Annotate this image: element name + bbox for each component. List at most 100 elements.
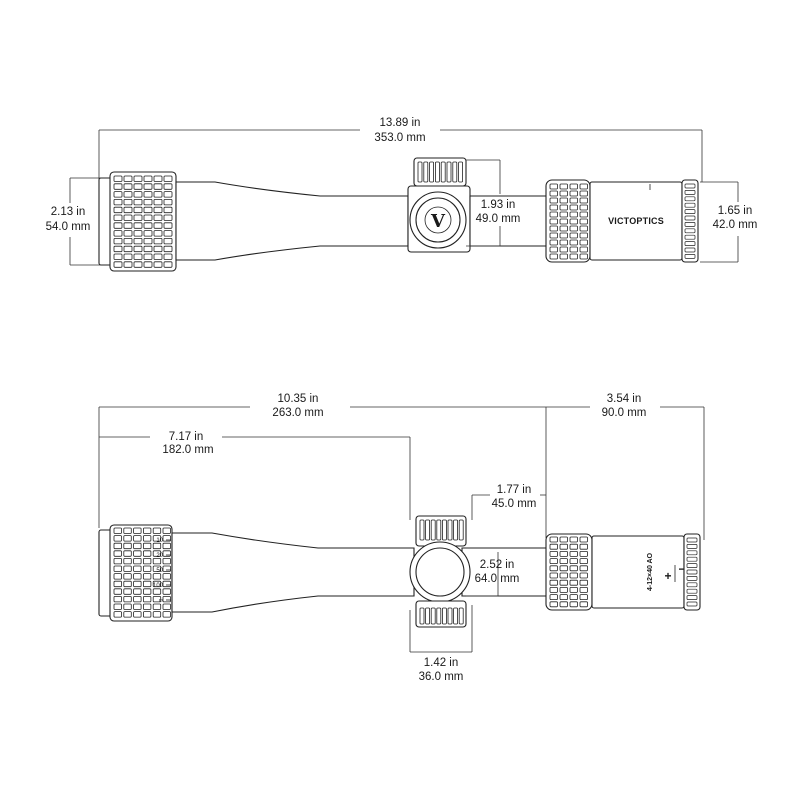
eye-knurl-side-texture	[549, 183, 588, 260]
objective-bell-side	[98, 171, 177, 272]
knurl-cell	[113, 222, 123, 229]
knurl-cell	[123, 198, 133, 206]
knurl-cell	[113, 237, 123, 245]
eyepiece-side: VICTOPTICS	[545, 179, 699, 263]
knurl-cell	[559, 239, 568, 246]
knurl-cell	[569, 211, 578, 218]
knurl-cell	[142, 550, 152, 557]
knurl-cell	[152, 565, 162, 572]
knurl-cell	[143, 261, 153, 268]
total-length-mm: 353.0 mm	[374, 132, 425, 144]
knurl-cell	[133, 527, 142, 534]
knurl-cell	[113, 588, 122, 595]
knurl-cell	[549, 594, 558, 600]
knurl-cell	[579, 565, 588, 572]
knurl-cell	[143, 253, 153, 260]
knurl-cell	[133, 580, 142, 588]
knurl-cell	[153, 222, 163, 229]
knurl-cell	[559, 232, 568, 239]
ao-tick-label: 20	[156, 553, 163, 559]
knurl-bar	[430, 607, 436, 625]
knurl-cell	[569, 218, 578, 225]
knurl-cell	[152, 558, 162, 565]
knurl-cell	[162, 603, 171, 610]
knurl-cell	[123, 183, 133, 190]
knurl-cell	[569, 551, 578, 557]
knurl-cell	[152, 580, 162, 588]
knurl-cell	[113, 580, 122, 588]
knurl-cell	[143, 230, 153, 237]
knurl-cell	[133, 542, 142, 550]
knurl-cell	[133, 596, 142, 603]
knurl-cell	[559, 197, 568, 204]
ring-bar	[684, 196, 696, 202]
knurl-cell	[559, 253, 568, 260]
knurl-cell	[559, 601, 568, 608]
knurl-cell	[133, 183, 143, 190]
objective-diameter-mm: 54.0 mm	[46, 221, 91, 233]
ring-bar	[686, 550, 698, 556]
eye-ring-side-texture	[684, 183, 696, 259]
knurl-cell	[559, 218, 568, 225]
knurl-cell	[579, 183, 588, 190]
main-tube-top	[171, 532, 415, 613]
knurl-bar	[458, 607, 464, 625]
knurl-cell	[113, 603, 122, 610]
knurl-cell	[123, 237, 133, 245]
ring-bar	[686, 556, 698, 562]
knurl-cell	[163, 237, 173, 245]
dimension-turret-height: 1.93 in 49.0 mm	[466, 159, 520, 247]
knurl-cell	[123, 573, 132, 580]
knurl-cell	[559, 572, 568, 579]
dimension-eyepiece-length: 3.54 in 90.0 mm	[546, 393, 705, 540]
dimension-objective-diameter: 2.13 in 54.0 mm	[46, 177, 108, 266]
knurl-bar	[453, 607, 459, 625]
knurl-bar	[429, 161, 435, 183]
turret-height-in: 1.93 in	[481, 199, 516, 211]
knurl-cell	[549, 239, 558, 246]
eye-knurl-top-texture	[549, 536, 588, 608]
knurl-cell	[569, 587, 578, 593]
ring-bar	[684, 215, 696, 221]
mount-length-mm: 36.0 mm	[419, 671, 464, 683]
knurl-cell	[143, 222, 153, 229]
knurl-cell	[153, 237, 163, 245]
knurl-cell	[569, 558, 578, 564]
knurl-cell	[549, 601, 558, 608]
knurl-cell	[142, 535, 152, 542]
ring-bar	[686, 595, 698, 600]
knurl-cell	[133, 222, 143, 229]
knurl-bar	[447, 519, 453, 541]
logo-v-icon: V	[430, 211, 446, 232]
knurl-cell	[579, 204, 588, 211]
knurl-cell	[133, 191, 143, 198]
knurl-cell	[153, 214, 163, 221]
knurl-cell	[113, 550, 122, 557]
knurl-cell	[123, 535, 132, 542]
knurl-cell	[123, 580, 132, 588]
knurl-cell	[123, 253, 133, 260]
knurl-cell	[123, 588, 132, 595]
knurl-cell	[559, 204, 568, 211]
knurl-cell	[152, 535, 162, 542]
knurl-cell	[133, 565, 142, 572]
knurl-cell	[559, 246, 568, 253]
turret-to-eyepiece-in: 1.77 in	[497, 484, 532, 496]
knurl-cell	[559, 225, 568, 232]
knurl-cell	[579, 594, 588, 600]
knurl-cell	[579, 579, 588, 586]
knurl-cell	[569, 246, 578, 253]
knurl-cell	[143, 198, 153, 206]
knurl-cell	[579, 246, 588, 253]
knurl-bar	[430, 519, 436, 541]
knurl-cell	[549, 183, 558, 190]
knurl-bar	[440, 161, 446, 183]
rear-tube-top	[461, 547, 549, 597]
knurl-cell	[569, 572, 578, 579]
knurl-cell	[123, 550, 132, 557]
knurl-bar	[458, 519, 464, 541]
knurl-cell	[163, 206, 173, 214]
diopter-minus-icon: −	[678, 562, 685, 576]
